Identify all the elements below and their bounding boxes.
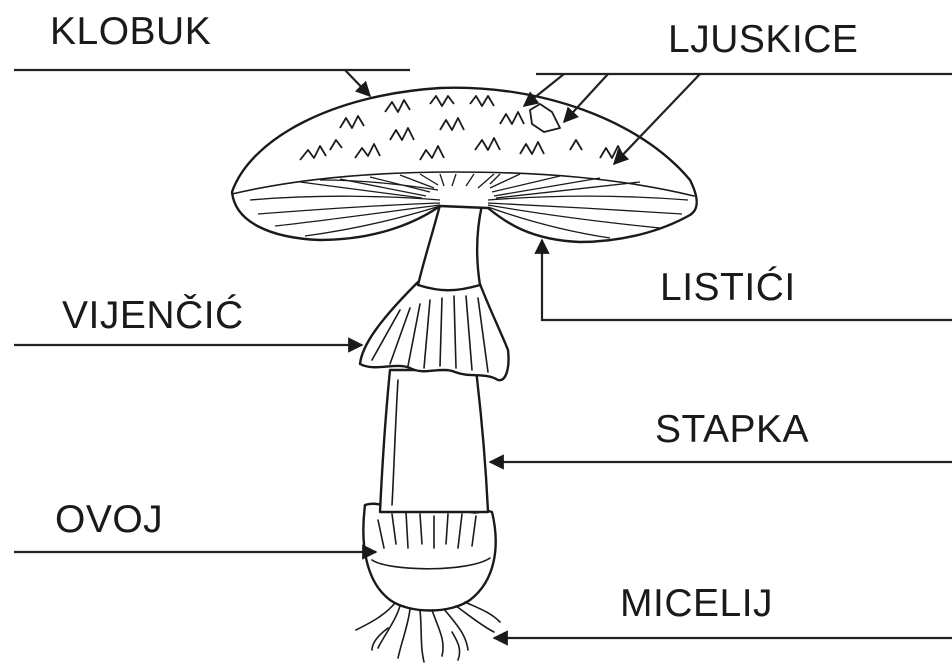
label-micelij: MICELIJ (620, 582, 773, 625)
label-stapka: STAPKA (655, 408, 809, 451)
label-vijencic: VIJENČIĆ (62, 293, 244, 337)
label-listici: LISTIĆI (660, 266, 796, 309)
volva-shape (363, 504, 495, 611)
stem-shape (380, 370, 488, 512)
label-ljuskice: LJUSKICE (668, 18, 858, 61)
label-klobuk: KLOBUK (50, 10, 211, 53)
mushroom-illustration (232, 88, 697, 662)
klobuk-arrow (345, 70, 370, 96)
label-ovoj: OVOJ (55, 498, 163, 541)
stem-upper-shape (418, 205, 482, 290)
ring-shape (360, 282, 509, 380)
